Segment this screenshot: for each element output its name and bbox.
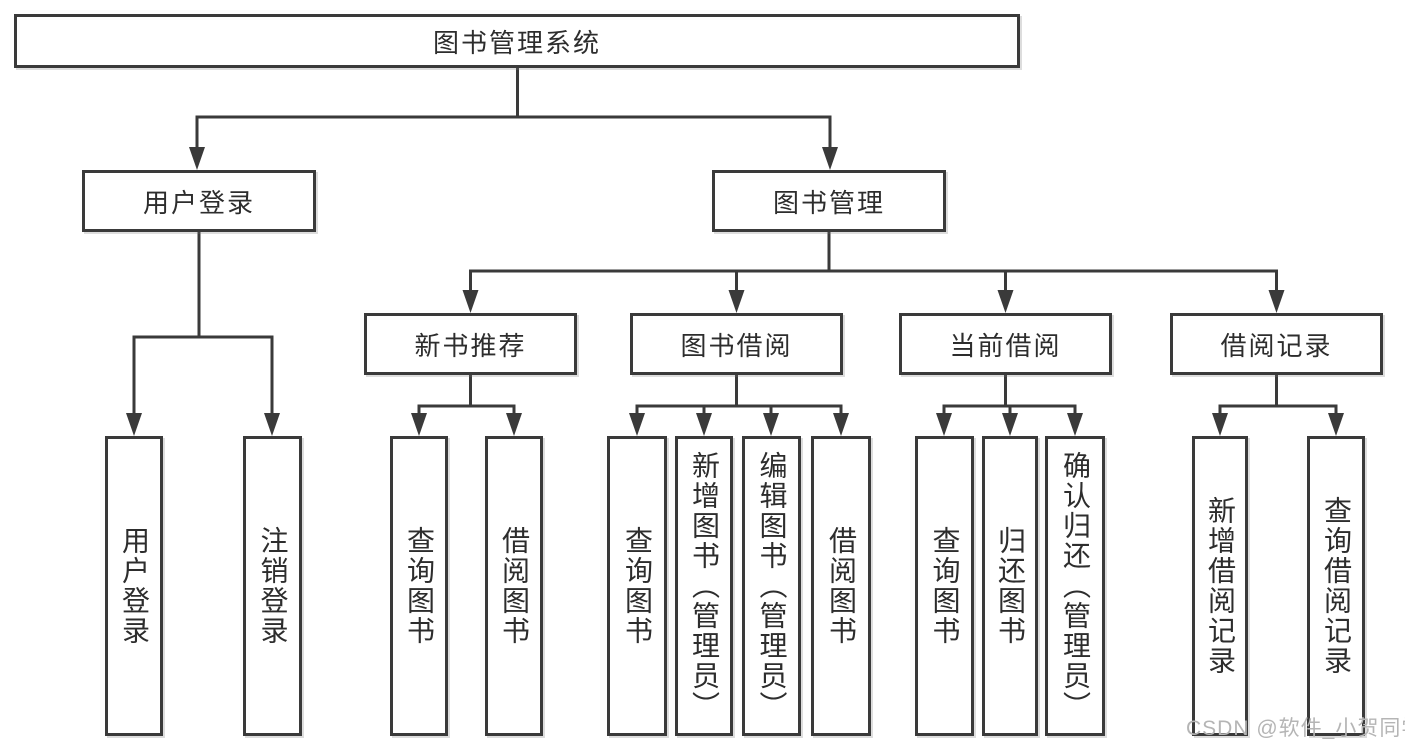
node-current-borrowing-label: 当前借阅	[949, 330, 1062, 361]
leaf-current-query-books-label: 查询图书	[929, 526, 961, 646]
node-book-management: 图书管理	[712, 170, 946, 232]
leaf-borrow-query-books-label: 查询图书	[622, 526, 653, 646]
branch-current	[942, 373, 1077, 416]
node-user-login-group: 用户登录	[82, 170, 316, 232]
leaf-logout-label: 注销登录	[257, 526, 289, 646]
leaf-current-return-books: 归还图书	[982, 436, 1038, 736]
node-user-login-group-label: 用户登录	[142, 187, 255, 218]
branch-rec	[417, 373, 516, 416]
leaf-borrow-add-books-admin: 新增图书（管理员）	[675, 436, 733, 736]
leaf-current-confirm-return-admin: 确认归还（管理员）	[1045, 436, 1105, 736]
leaf-records-add-label: 新增借阅记录	[1205, 496, 1236, 676]
leaf-user-login-label: 用户登录	[119, 526, 150, 646]
node-book-management-label: 图书管理	[772, 187, 885, 218]
node-library-system: 图书管理系统	[14, 14, 1020, 68]
branch-root	[195, 66, 832, 152]
node-book-borrowing-label: 图书借阅	[680, 330, 793, 361]
leaf-records-query-label: 查询借阅记录	[1321, 496, 1352, 676]
node-new-book-recommend: 新书推荐	[364, 313, 577, 375]
node-borrow-records: 借阅记录	[1170, 313, 1383, 375]
node-current-borrowing: 当前借阅	[899, 313, 1112, 375]
leaf-current-confirm-return-admin-label: 确认归还（管理员）	[1060, 451, 1091, 721]
csdn-watermark: CSDN @软件_小贺同学	[1186, 717, 1405, 740]
leaf-rec-query-books: 查询图书	[390, 436, 448, 736]
leaf-borrow-borrow-books-label: 借阅图书	[826, 526, 857, 646]
node-borrow-records-label: 借阅记录	[1220, 330, 1333, 361]
leaf-current-query-books: 查询图书	[915, 436, 974, 736]
leaf-borrow-query-books: 查询图书	[607, 436, 667, 736]
node-new-book-recommend-label: 新书推荐	[414, 330, 527, 361]
branch-mgmt	[469, 230, 1278, 294]
leaf-borrow-edit-books-admin-label: 编辑图书（管理员）	[756, 451, 788, 721]
leaf-borrow-borrow-books: 借阅图书	[811, 436, 871, 736]
branch-records	[1218, 373, 1338, 416]
leaf-records-query: 查询借阅记录	[1307, 436, 1365, 736]
leaf-rec-borrow-books-label: 借阅图书	[499, 526, 530, 646]
leaf-rec-borrow-books: 借阅图书	[485, 436, 543, 736]
leaf-current-return-books-label: 归还图书	[995, 526, 1026, 646]
leaf-logout: 注销登录	[243, 436, 302, 736]
arrowheads	[126, 147, 1344, 436]
branch-borrow	[635, 373, 843, 416]
node-library-system-label: 图书管理系统	[432, 27, 601, 58]
leaf-borrow-edit-books-admin: 编辑图书（管理员）	[742, 436, 801, 736]
branch-login	[132, 230, 274, 416]
leaf-records-add: 新增借阅记录	[1192, 436, 1248, 736]
leaf-borrow-add-books-admin-label: 新增图书（管理员）	[689, 451, 720, 721]
node-book-borrowing: 图书借阅	[630, 313, 843, 375]
leaf-user-login: 用户登录	[105, 436, 163, 736]
leaf-rec-query-books-label: 查询图书	[404, 526, 435, 646]
